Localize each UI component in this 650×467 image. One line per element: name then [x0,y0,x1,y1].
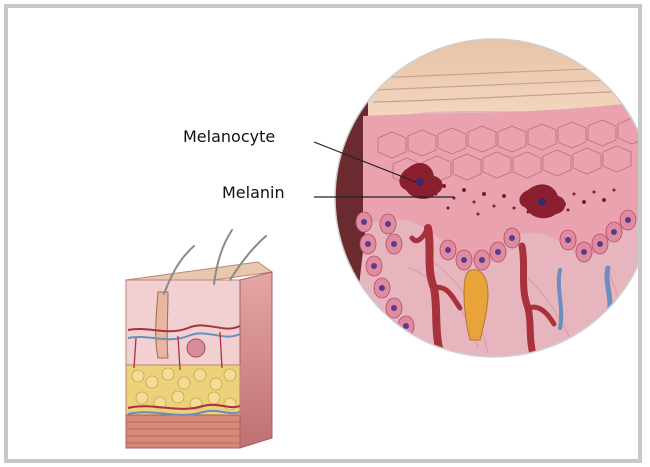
melanocyte-label: Melanocyte [183,127,275,146]
skin-illustration [8,8,638,459]
magnified-skin-circle [328,28,638,368]
skin-cross-section-block [126,230,272,448]
melanin-label: Melanin [222,183,285,202]
figure-frame: Melanocyte Melanin [4,4,642,463]
